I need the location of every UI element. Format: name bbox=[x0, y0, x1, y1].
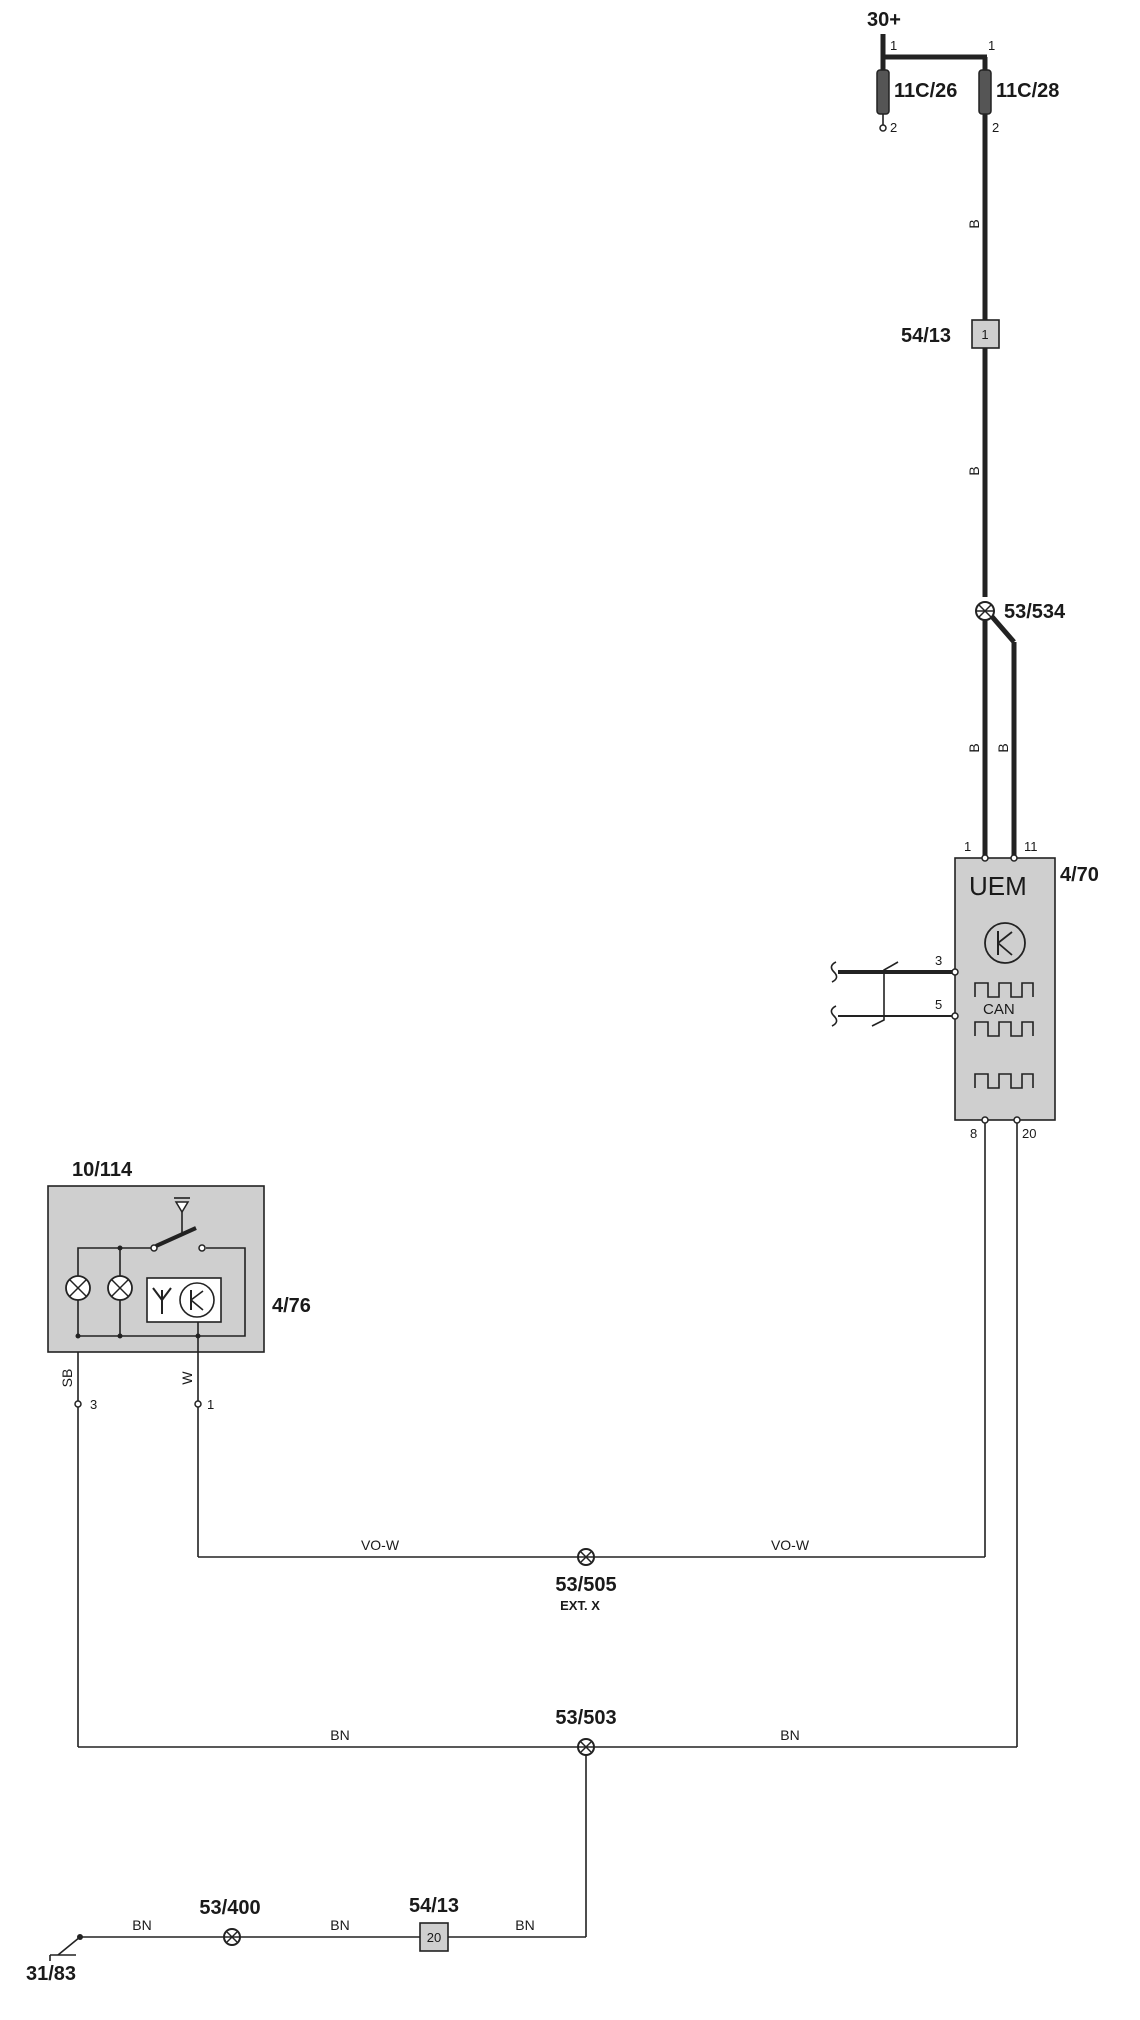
ground-icon bbox=[49, 1936, 81, 1961]
fuse-b-pin-bottom: 2 bbox=[992, 120, 999, 135]
connector-54-13-top: 1 54/13 bbox=[901, 319, 1000, 349]
fuse-b-pin-top: 1 bbox=[988, 38, 995, 53]
connector-top-pin: 1 bbox=[981, 327, 988, 342]
uem-pin-5: 5 bbox=[935, 997, 942, 1012]
splice-53-534: 53/534 B B bbox=[966, 601, 1066, 858]
wire-color-b4: B bbox=[995, 743, 1011, 752]
wire-color-bn-b3: BN bbox=[515, 1917, 534, 1933]
uem-module: 1 11 UEM 4/70 CAN 8 20 bbox=[954, 839, 1099, 1141]
module-ref: 10/114 bbox=[72, 1159, 133, 1181]
wire-color-b1: B bbox=[966, 219, 982, 228]
splice-505-label: 53/505 bbox=[555, 1574, 616, 1596]
supply-section: 30+ 1 2 11C/26 1 2 11C/28 bbox=[867, 9, 1059, 135]
uem-pin-3: 3 bbox=[935, 953, 942, 968]
uem-title: UEM bbox=[969, 871, 1027, 901]
uem-ref: 4/70 bbox=[1060, 864, 1099, 886]
ground-label: 31/83 bbox=[26, 1963, 76, 1985]
antenna-icon bbox=[152, 1287, 172, 1314]
lamp-icon bbox=[107, 1275, 133, 1301]
splice-534-label: 53/534 bbox=[1004, 601, 1066, 623]
wire-color-w: W bbox=[179, 1371, 195, 1385]
fuse-a-label: 11C/26 bbox=[894, 80, 957, 102]
splice-53-505: 53/505 EXT. X bbox=[555, 1548, 617, 1613]
transistor-icon bbox=[179, 1282, 215, 1318]
can-bus-lines: 3 5 bbox=[830, 953, 959, 1027]
can-label: CAN bbox=[983, 1001, 1015, 1018]
fuse-a-pin-bottom: 2 bbox=[890, 120, 897, 135]
wire-color-bn-left: BN bbox=[330, 1727, 349, 1743]
splice-503-label: 53/503 bbox=[555, 1707, 616, 1729]
module-10-114: 10/114 4/76 bbox=[47, 1159, 311, 1353]
module-pin-1: 1 bbox=[207, 1397, 214, 1412]
connector-top-label: 54/13 bbox=[901, 325, 951, 347]
w-wire: W 1 bbox=[179, 1352, 985, 1558]
connector-bottom-label: 54/13 bbox=[409, 1895, 459, 1917]
fuse-b-label: 11C/28 bbox=[996, 80, 1059, 102]
wire-color-bn-right: BN bbox=[780, 1727, 799, 1743]
wire-color-b2: B bbox=[966, 466, 982, 475]
uem-pin-11: 11 bbox=[1024, 839, 1038, 854]
wire-color-bn-b2: BN bbox=[330, 1917, 349, 1933]
square-wave-icon bbox=[974, 1073, 1034, 1089]
fuse-11c28-icon bbox=[978, 69, 992, 115]
transistor-icon bbox=[984, 922, 1026, 964]
module-pin-3: 3 bbox=[90, 1397, 97, 1412]
uem-pin-1: 1 bbox=[964, 839, 971, 854]
b-wire: B B bbox=[966, 114, 988, 597]
lamp-icon bbox=[65, 1275, 91, 1301]
splice-53-503: 53/503 bbox=[555, 1707, 617, 1937]
square-wave-icon bbox=[974, 982, 1034, 998]
supply-label: 30+ bbox=[867, 9, 901, 31]
fuse-11c26-icon bbox=[876, 69, 890, 115]
sb-wire: SB 3 bbox=[59, 1352, 1017, 1748]
connector-bottom-pin: 20 bbox=[427, 1930, 441, 1945]
wire-color-bn-b1: BN bbox=[132, 1917, 151, 1933]
module-sub-ref: 4/76 bbox=[272, 1295, 311, 1317]
wire-color-vow-left: VO-W bbox=[361, 1537, 400, 1553]
splice-505-sublabel: EXT. X bbox=[560, 1598, 600, 1613]
wire-color-sb: SB bbox=[59, 1369, 75, 1388]
uem-pin-20: 20 bbox=[1022, 1126, 1036, 1141]
square-wave-icon bbox=[974, 1021, 1034, 1037]
wire-color-b3: B bbox=[966, 743, 982, 752]
ground-run: 20 54/13 53/400 31/83 BN BN BN bbox=[26, 1895, 586, 1985]
wire-color-vow-right: VO-W bbox=[771, 1537, 810, 1553]
switch-icon bbox=[150, 1197, 206, 1252]
fuse-a-pin-top: 1 bbox=[890, 38, 897, 53]
uem-pin-8: 8 bbox=[970, 1126, 977, 1141]
splice-400-label: 53/400 bbox=[199, 1897, 260, 1919]
